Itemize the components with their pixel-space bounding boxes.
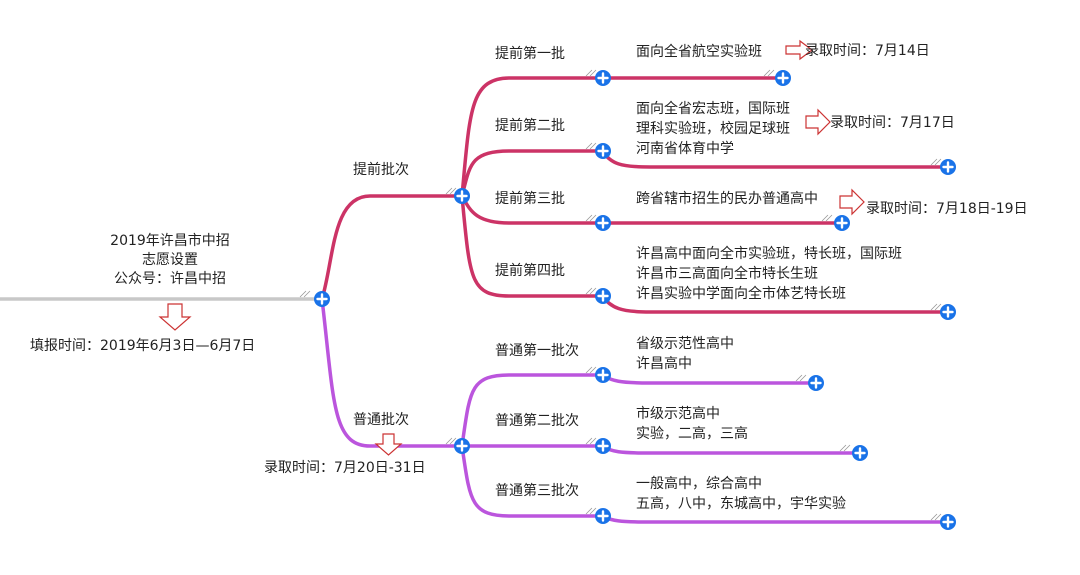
early-2-admission: 录取时间：7月17日: [830, 115, 955, 131]
plus-circle-icon[interactable]: [452, 186, 472, 206]
plus-circle-icon[interactable]: [593, 68, 613, 88]
root-node[interactable]: 2019年许昌市中招 志愿设置 公众号：许昌中招: [60, 232, 280, 289]
normal-3-line-1: 五高，八中，东城高中，宇华实验: [636, 496, 846, 512]
normal-2-content: 市级示范高中 实验，二高，三高: [636, 404, 748, 444]
early-4-line-1: 许昌市三高面向全市特长生班: [636, 266, 818, 282]
normal-1-label[interactable]: 普通第一批次: [495, 343, 579, 359]
plus-circle-icon[interactable]: [593, 141, 613, 161]
early-2-line-0: 面向全省宏志班，国际班: [636, 101, 790, 117]
early-1-line: [460, 76, 602, 197]
normal-3-label[interactable]: 普通第三批次: [495, 483, 579, 499]
early-3-content: 跨省辖市招生的民办普通高中: [636, 189, 818, 209]
early-2-content: 面向全省宏志班，国际班 理科实验班，校园足球班 河南省体育中学: [636, 99, 790, 159]
normal-3-leaf-line: [601, 514, 948, 524]
early-2-line-2: 河南省体育中学: [636, 141, 734, 157]
plus-circle-icon[interactable]: [593, 506, 613, 526]
root-title-line3: 公众号：许昌中招: [114, 271, 226, 287]
normal-2-leaf-line: [601, 444, 858, 455]
plus-circle-icon[interactable]: [832, 213, 852, 233]
normal-2-line-1: 实验，二高，三高: [636, 426, 748, 442]
normal-3-line-0: 一般高中，综合高中: [636, 476, 762, 492]
early-1-label[interactable]: 提前第一批: [495, 46, 565, 62]
early-4-label[interactable]: 提前第四批: [495, 263, 565, 279]
plus-circle-icon[interactable]: [593, 286, 613, 306]
early-4-content: 许昌高中面向全市实验班，特长班，国际班 许昌市三高面向全市特长生班 许昌实验中学…: [636, 244, 902, 304]
normal-3-content: 一般高中，综合高中 五高，八中，东城高中，宇华实验: [636, 474, 846, 514]
normal-1-line-1: 许昌高中: [636, 356, 692, 372]
plus-circle-icon[interactable]: [938, 512, 958, 532]
branch-normal-line: [320, 298, 462, 448]
branch-normal-label[interactable]: 普通批次: [353, 412, 409, 428]
early-1-line-0: 面向全省航空实验班: [636, 44, 762, 60]
root-title-line2: 志愿设置: [142, 252, 198, 268]
fill-time-label: 填报时间：2019年6月3日—6月7日: [30, 338, 256, 354]
plus-circle-icon[interactable]: [806, 373, 826, 393]
arrow-early-2-icon: [805, 108, 831, 136]
arrow-fill-time-icon: [158, 303, 192, 331]
plus-circle-icon[interactable]: [938, 157, 958, 177]
trunk-dash: [299, 290, 311, 298]
early-4-line-2: 许昌实验中学面向全市体艺特长班: [636, 286, 846, 302]
early-1-admission: 录取时间：7月14日: [805, 43, 930, 59]
branch-early-label[interactable]: 提前批次: [353, 162, 409, 178]
plus-circle-icon[interactable]: [593, 365, 613, 385]
branch-normal-dash: [445, 437, 457, 445]
plus-circle-icon[interactable]: [593, 436, 613, 456]
normal-1-line: [460, 373, 602, 447]
normal-2-label[interactable]: 普通第二批次: [495, 413, 579, 429]
normal-2-line-0: 市级示范高中: [636, 406, 720, 422]
arrow-normal-icon: [374, 433, 403, 456]
plus-circle-icon[interactable]: [593, 213, 613, 233]
arrow-early-3-icon: [839, 188, 865, 216]
branch-early-dash: [445, 187, 457, 195]
plus-circle-icon[interactable]: [452, 436, 472, 456]
arrow-early-1-icon: [785, 39, 813, 61]
plus-circle-icon[interactable]: [938, 302, 958, 322]
early-1-content: 面向全省航空实验班: [636, 42, 762, 62]
plus-circle-icon[interactable]: [773, 68, 793, 88]
plus-circle-icon[interactable]: [312, 289, 332, 309]
normal-3-line: [460, 445, 602, 518]
plus-circle-icon[interactable]: [850, 443, 870, 463]
early-2-line: [460, 149, 602, 197]
branch-early-line: [320, 194, 462, 300]
early-3-line-0: 跨省辖市招生的民办普通高中: [636, 191, 818, 207]
normal-1-line-0: 省级示范性高中: [636, 336, 734, 352]
normal-1-leaf-line: [601, 373, 815, 385]
root-title-line1: 2019年许昌市中招: [110, 233, 230, 249]
early-4-line: [460, 195, 602, 298]
early-2-label[interactable]: 提前第二批: [495, 118, 565, 134]
early-4-line-0: 许昌高中面向全市实验班，特长班，国际班: [636, 246, 902, 262]
early-3-admission: 录取时间：7月18日-19日: [866, 201, 1028, 217]
early-3-label[interactable]: 提前第三批: [495, 191, 565, 207]
normal-admission-time: 录取时间：7月20日-31日: [264, 460, 426, 476]
normal-1-content: 省级示范性高中 许昌高中: [636, 334, 734, 374]
early-2-line-1: 理科实验班，校园足球班: [636, 121, 790, 137]
